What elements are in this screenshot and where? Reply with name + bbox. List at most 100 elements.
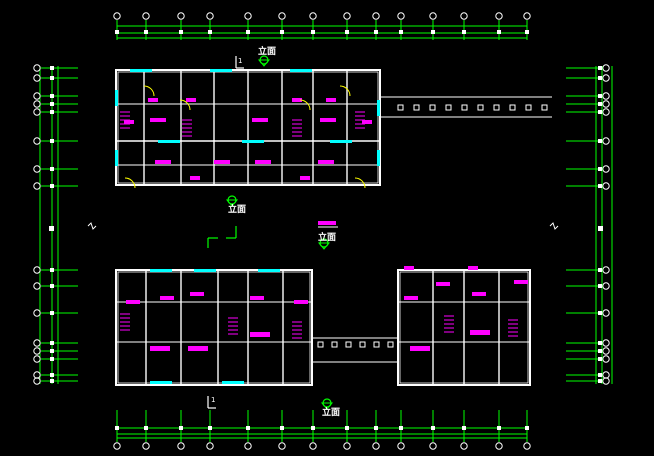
top-block-room-label-3 [155,160,171,164]
bottom-axis-bubble-4 [244,442,252,450]
top-axis-bubble-6 [309,12,317,20]
top-dim-tick-3 [208,30,212,34]
left-dim-tick-12 [50,349,54,353]
left-dim-tick-3 [50,102,54,106]
top-block-door-5 [354,177,366,189]
left-break-mark [87,222,97,230]
top-block-window-2 [290,69,312,72]
top-corridor-column-7 [509,104,516,111]
left-dim-tick-8 [50,268,54,272]
top-axis-bubble-8 [372,12,380,20]
right-dim-tick-4 [598,110,602,114]
bottom-corridor-column-5 [387,341,394,348]
bottom-dim-tick-13 [525,426,529,430]
top-block-room-label-0 [150,118,166,122]
top-dim-tick-9 [399,30,403,34]
top-block-room-tag-3 [326,98,336,102]
left-dim-tick-13 [50,357,54,361]
top-block-door-3 [339,85,351,97]
top-axis-bubble-10 [429,12,437,20]
br-block-room-label-2 [514,280,528,284]
bottom-axis-bubble-11 [460,442,468,450]
top-corridor-column-0 [397,104,404,111]
elevation-mark-arrow-1 [225,199,239,207]
top-block-room-label-1 [252,118,268,122]
bottom-corridor-column-3 [359,341,366,348]
br-block-big-label-1 [470,330,490,335]
top-dim-tick-6 [311,30,315,34]
top-block-room-label-5 [255,160,271,164]
top-axis-bubble-4 [244,12,252,20]
top-dim-tick-1 [144,30,148,34]
bottom-axis-bubble-1 [142,442,150,450]
bottom-dim-tick-12 [497,426,501,430]
left-dim-tick-10 [50,311,54,315]
top-block-window-0 [130,69,152,72]
right-dim-tick-15 [598,379,602,383]
bottom-dim-tick-5 [280,426,284,430]
left-dim-mid-tick [49,226,54,231]
left-dim-tick-1 [50,76,54,80]
left-dim-tick-4 [50,110,54,114]
left-dim-tick-2 [50,94,54,98]
bottom-corridor-column-0 [317,341,324,348]
top-axis-bubble-1 [142,12,150,20]
top-dim-tick-10 [431,30,435,34]
bottom-dim-tick-11 [462,426,466,430]
br-block-room-label-3 [436,282,450,286]
bottom-axis-bubble-3 [206,442,214,450]
top-block-window-1 [210,69,232,72]
bl-block-window-1 [194,269,216,272]
bottom-corridor-column-4 [373,341,380,348]
bottom-dim-tick-1 [144,426,148,430]
top-corridor-column-9 [541,104,548,111]
top-dim-tick-12 [497,30,501,34]
right-axis-bubble-0 [602,64,610,72]
right-dim-mid-tick [598,226,603,231]
top-axis-bubble-2 [177,12,185,20]
top-dim-tick-7 [345,30,349,34]
elevation-mark-arrow-3 [320,402,334,410]
center-title-bar [318,221,336,225]
right-dim-tick-0 [598,66,602,70]
br-block-big-label-0 [410,346,430,351]
right-dim-tick-1 [598,76,602,80]
bl-block-room-label-0 [160,296,174,300]
top-axis-bubble-11 [460,12,468,20]
bl-block-big-label-2 [250,332,270,337]
top-corridor-column-2 [429,104,436,111]
bottom-corridor-column-1 [331,341,338,348]
right-axis-bubble-7 [602,182,610,190]
top-block-door-2 [299,99,311,111]
left-dim-tick-6 [50,167,54,171]
bottom-dim-tick-2 [179,426,183,430]
top-block-room-tag-5 [362,120,372,124]
top-block-side-window-0 [115,90,118,106]
top-dim-tick-8 [374,30,378,34]
left-axis-bubble-8 [33,266,41,274]
right-axis-bubble-12 [602,347,610,355]
top-block-room-tag-4 [124,120,134,124]
bl-block-window-3 [150,381,172,384]
bl-block-window-2 [258,269,280,272]
right-axis-bubble-11 [602,339,610,347]
left-axis-bubble-10 [33,309,41,317]
bottom-dim-tick-9 [399,426,403,430]
top-corridor-column-4 [461,104,468,111]
top-block-room-tag-1 [186,98,196,102]
section-mark-top: 1 [238,57,243,65]
top-block-room-tag-2 [292,98,302,102]
top-block-door-1 [179,99,191,111]
bl-block-room-label-2 [250,296,264,300]
bl-block-window-4 [222,381,244,384]
left-dim-tick-5 [50,139,54,143]
top-block-room-tag-0 [148,98,158,102]
elevation-mark-arrow-2 [317,242,331,250]
top-corridor-column-3 [445,104,452,111]
top-axis-bubble-7 [343,12,351,20]
br-block-room-label-1 [472,292,486,296]
right-dim-tick-8 [598,268,602,272]
right-axis-bubble-3 [602,100,610,108]
left-axis-bubble-3 [33,100,41,108]
